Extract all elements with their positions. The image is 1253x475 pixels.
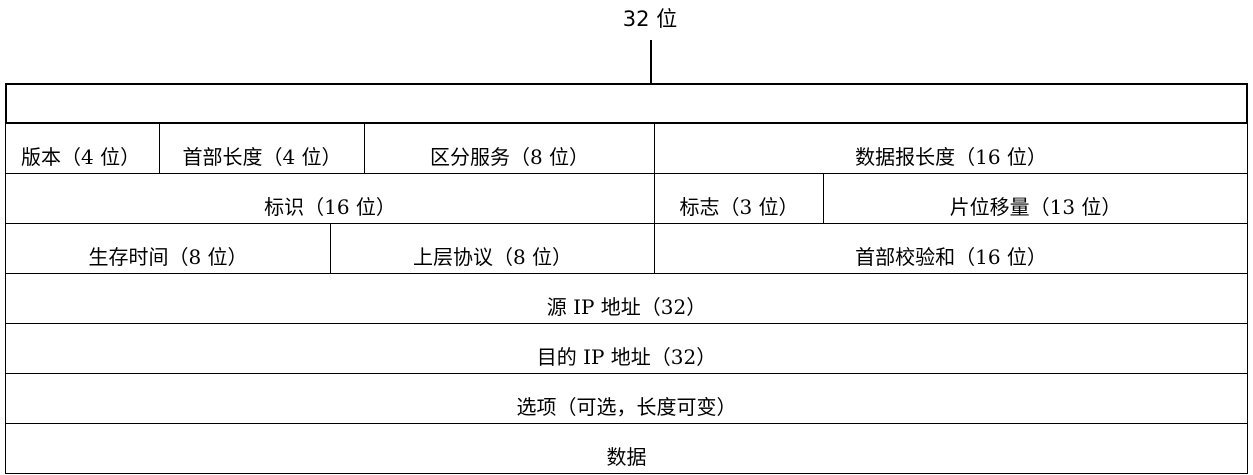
row-1: 版本（4 位） 首部长度（4 位） 区分服务（8 位） 数据报长度（16 位） (5, 124, 1248, 174)
row-5: 目的 IP 地址（32） (5, 324, 1248, 374)
field-ttl: 生存时间（8 位） (88, 245, 248, 269)
field-diff-services: 区分服务（8 位） (364, 124, 654, 173)
row-6: 选项（可选，长度可变） (5, 374, 1248, 424)
field-header-length: 首部长度（4 位） (159, 124, 364, 173)
field-source-ip: 源 IP 地址（32） (546, 295, 707, 319)
row-3: 生存时间（8 位） 上层协议（8 位） 首部校验和（16 位） (5, 224, 1248, 274)
field-protocol: 上层协议（8 位） (330, 224, 654, 273)
field-identification: 标识（16 位） (264, 195, 396, 219)
field-header-checksum: 首部校验和（16 位） (654, 224, 1247, 273)
row-2: 标识（16 位） 标志（3 位） 片位移量（13 位） (5, 174, 1248, 224)
header-bar (5, 83, 1248, 124)
field-datagram-length: 数据报长度（16 位） (654, 124, 1247, 173)
field-data: 数据 (606, 445, 647, 469)
row-7: 数据 (5, 424, 1248, 474)
width-indicator-line (650, 40, 652, 83)
field-version: 版本（4 位） (21, 145, 141, 169)
row-4: 源 IP 地址（32） (5, 274, 1248, 324)
field-flags: 标志（3 位） (654, 174, 823, 223)
field-options: 选项（可选，长度可变） (516, 395, 737, 419)
field-fragment-offset: 片位移量（13 位） (823, 174, 1247, 223)
field-destination-ip: 目的 IP 地址（32） (536, 345, 717, 369)
width-label: 32 位 (622, 7, 678, 31)
